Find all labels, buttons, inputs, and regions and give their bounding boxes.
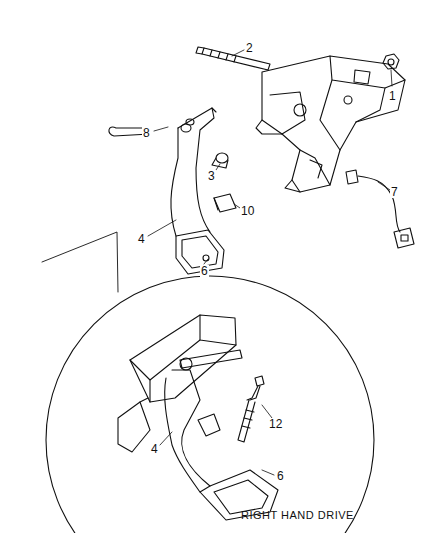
callout-number: 10 — [240, 205, 255, 217]
detail-lines — [42, 232, 118, 292]
leader-line — [148, 50, 392, 475]
callout-number: 4 — [150, 443, 159, 455]
callout-number: 7 — [390, 186, 399, 198]
callout-number: 8 — [142, 127, 151, 139]
pedal-bracket — [256, 56, 405, 192]
callout-number: 6 — [276, 470, 285, 482]
callout-number: 3 — [207, 170, 216, 182]
pedal-stop-clip — [214, 194, 236, 212]
pedal-arm — [171, 108, 216, 236]
nut — [383, 54, 399, 69]
rhd-pedal-detail — [118, 315, 278, 520]
pivot-bolt — [196, 47, 270, 70]
pedal-switch — [346, 170, 414, 248]
callout-number: 2 — [245, 42, 254, 54]
note-text: RIGHT HAND DRIVE — [240, 510, 355, 521]
callout-number: 1 — [388, 90, 397, 102]
callout-number: 12 — [268, 418, 283, 430]
detail-circle — [46, 276, 374, 533]
callout-number: 4 — [137, 233, 146, 245]
callout-number: 6 — [200, 265, 209, 277]
